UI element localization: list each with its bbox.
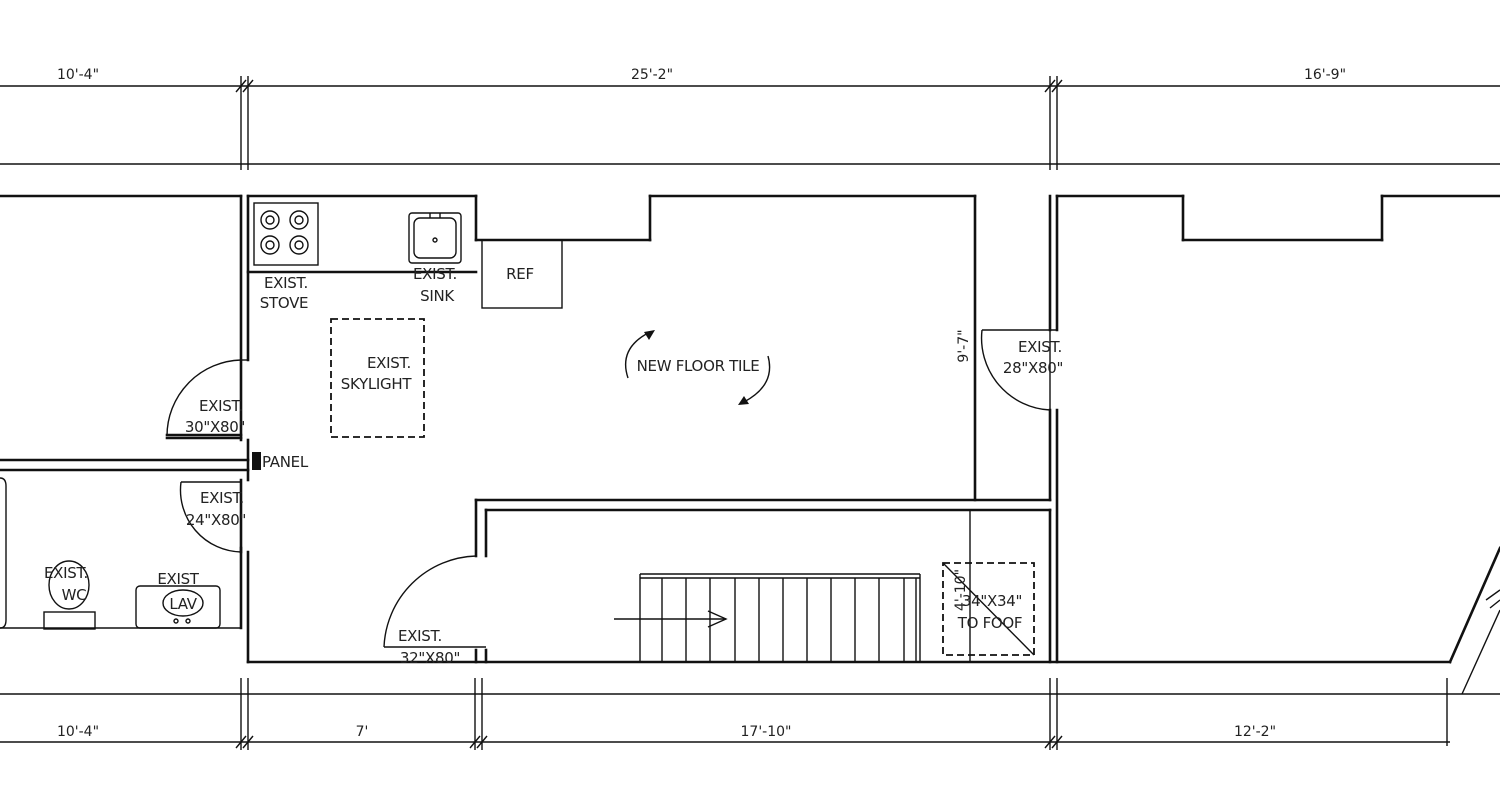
- door-32-label-2: 32"X80": [400, 649, 460, 667]
- door-28-label-2: 28"X80": [1003, 359, 1063, 377]
- door-24-label-1: EXIST.: [200, 489, 244, 507]
- bottom-dim-2: 7': [356, 724, 369, 740]
- door-32x80: [383, 555, 486, 648]
- refrigerator: [481, 239, 563, 309]
- skylight-label-2: SKYLIGHT: [341, 375, 413, 393]
- bottom-dim-3: 17'-10": [741, 724, 792, 740]
- top-dim-2: 25'-2": [631, 67, 673, 83]
- roof-hatch-outline: [942, 562, 1035, 656]
- stair: [639, 573, 921, 662]
- top-dimension-string: 10'-4" 25'-2" 16'-9": [0, 67, 1500, 170]
- door-30x80: [166, 359, 248, 437]
- skylight-outline: [330, 318, 425, 438]
- floor-tile-label: NEW FLOOR TILE: [637, 357, 760, 375]
- sink-icon: [408, 212, 462, 264]
- toilet-icon: [43, 560, 96, 630]
- wc-label-2: WC: [62, 586, 87, 604]
- door-24-label-2: 24"X80": [186, 511, 246, 529]
- walls: [0, 194, 1500, 695]
- bottom-dimension-string: 10'-4" 7' 17'-10" 12'-2": [0, 678, 1500, 750]
- vertical-dim-hatch: 4'-10": [953, 569, 969, 611]
- door-30-label-2: 30"X80": [185, 418, 245, 436]
- hatch-label-1: 34"X34": [962, 592, 1022, 610]
- door-28-label-1: EXIST.: [1018, 338, 1062, 356]
- door-30-label-1: EXIST.: [199, 397, 243, 415]
- skylight-label-1: EXIST.: [367, 354, 411, 372]
- floor-tile-rotation-arrows-icon: [624, 330, 771, 405]
- top-dim-1: 10'-4": [57, 67, 99, 83]
- roof-hatch-diagonal: [942, 562, 1035, 656]
- stair-direction-arrow-icon: [614, 610, 728, 628]
- bottom-dim-1: 10'-4": [57, 724, 99, 740]
- hatch-label-2: TO FOOF: [957, 614, 1023, 632]
- lav-label: LAV: [169, 595, 197, 613]
- ref-label: REF: [506, 265, 534, 283]
- electrical-panel: [252, 452, 261, 470]
- top-dim-3: 16'-9": [1304, 67, 1346, 83]
- door-32-label-1: EXIST.: [398, 627, 442, 645]
- stove-label-1: EXIST.: [264, 274, 308, 292]
- sink-label-1: EXIST.: [413, 265, 457, 283]
- vertical-dim-room: 9'-7": [956, 329, 972, 362]
- bottom-dim-4: 12'-2": [1234, 724, 1276, 740]
- lav-exist-label: EXIST: [157, 570, 199, 588]
- sink-label-2: SINK: [420, 287, 455, 305]
- door-24x80: [179, 481, 242, 553]
- door-28x80: [980, 329, 1057, 411]
- stove-burners-icon: [260, 210, 309, 255]
- stove-label-2: STOVE: [260, 294, 308, 312]
- panel-label: PANEL: [262, 453, 309, 471]
- lavatory-icon: [135, 585, 221, 629]
- kitchen-counter: [246, 202, 478, 274]
- wc-label-1: EXIST.: [44, 564, 88, 582]
